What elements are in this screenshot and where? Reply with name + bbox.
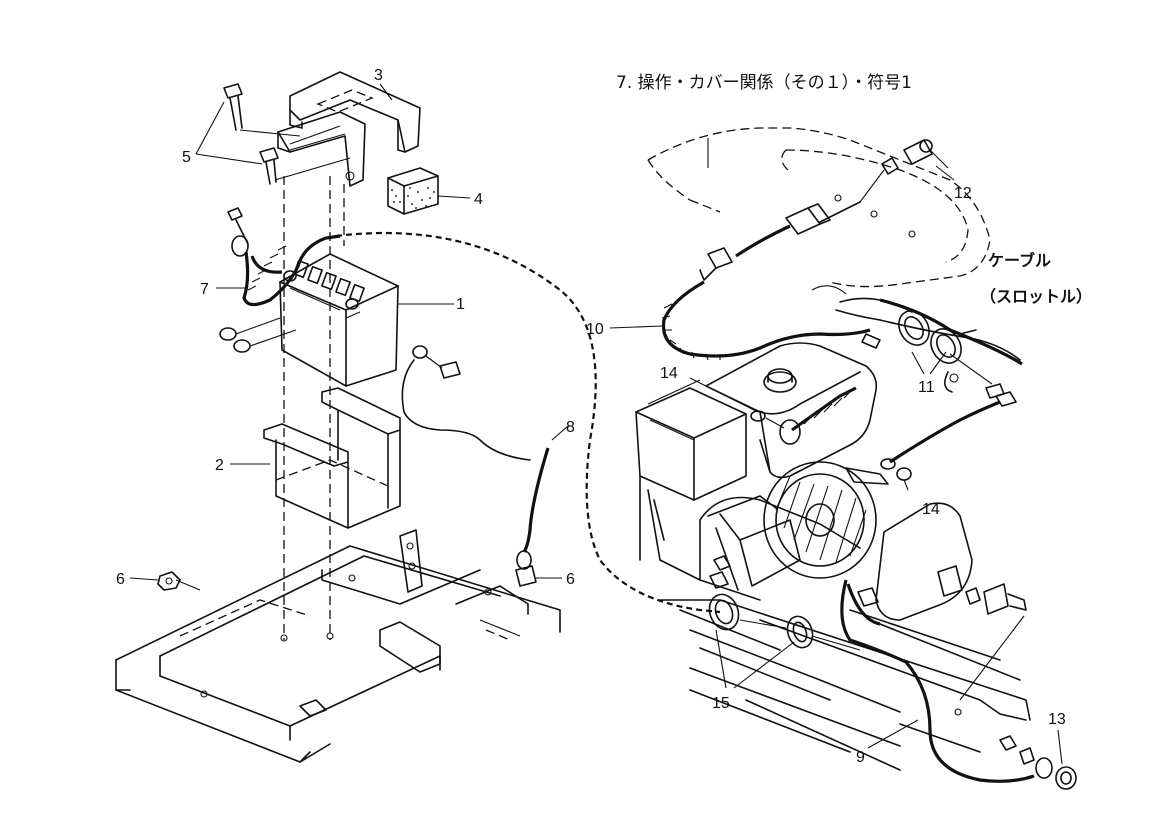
callout-6b: 6 [566, 571, 575, 588]
callout-5: 5 [182, 149, 191, 166]
callout-11: 11 [918, 379, 935, 396]
belt-cover [875, 502, 973, 621]
ground-lead [401, 345, 531, 461]
callout-8: 8 [566, 419, 575, 436]
callout-3: 3 [374, 67, 383, 84]
cable-note-line2: （スロットル） [980, 287, 1092, 306]
starter-cable [840, 579, 1053, 783]
callout-1: 1 [456, 296, 465, 313]
harness-clamps [708, 593, 861, 651]
callout-2: 2 [215, 457, 224, 474]
leader-lines [129, 83, 1063, 765]
callout-9: 9 [856, 749, 865, 766]
frame-left [115, 529, 561, 763]
engine-fuel-tank [705, 342, 878, 479]
battery [279, 253, 399, 387]
callout-14b: 14 [922, 501, 940, 518]
ground-strap [515, 447, 550, 587]
battery-cable [227, 207, 721, 614]
cover-bolts [223, 83, 351, 185]
callout-7: 7 [200, 281, 209, 298]
diagram-title: 7. 操作・カバー関係（その１）・符号1 [616, 73, 912, 93]
cable-note-line1: ケーブル [988, 251, 1051, 270]
engine-air-cleaner [635, 379, 747, 501]
cushion-pad [387, 167, 439, 215]
callout-6a: 6 [116, 571, 125, 588]
terminal-cap [1055, 766, 1077, 790]
callout-15: 15 [712, 695, 730, 712]
assembly-guides [283, 176, 345, 640]
cable-clamps [898, 305, 977, 393]
callout-13: 13 [1048, 711, 1066, 728]
callout-10: 10 [586, 321, 604, 338]
callout-14a: 14 [660, 365, 678, 382]
callout-4: 4 [474, 191, 483, 208]
frame-nuts [157, 571, 201, 591]
battery-cover [277, 71, 421, 187]
wire-harness [661, 224, 881, 361]
engine-wiring [750, 386, 1017, 481]
callout-12: 12 [954, 185, 972, 202]
control-panel [647, 127, 991, 295]
key-switch [785, 139, 949, 235]
engine-body [639, 461, 889, 601]
terminal-nuts [219, 317, 297, 353]
